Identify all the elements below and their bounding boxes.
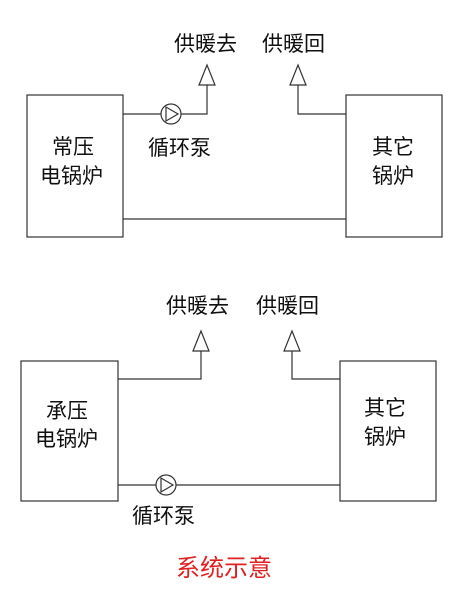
diagram-1: 供暖去 供暖回 常压 电锅炉 其它 锅炉 循环泵: [26, 32, 443, 238]
left-boiler-line2: 电锅炉: [35, 427, 98, 451]
pump-label: 循环泵: [148, 136, 211, 160]
return-label: 供暖回: [262, 32, 325, 56]
pump-label: 循环泵: [132, 504, 195, 528]
right-boiler-box: [345, 94, 443, 238]
pump-icon: [155, 474, 177, 496]
right-boiler-line2: 锅炉: [372, 164, 414, 188]
return-pipe: [291, 351, 340, 380]
supply-arrow-icon: [192, 329, 210, 352]
return-pipe: [297, 85, 346, 115]
supply-label: 供暖去: [174, 32, 237, 56]
return-arrow-icon: [283, 329, 301, 352]
diagram-2: 供暖去 供暖回 承压 电锅炉 其它 锅炉 循环泵: [20, 294, 437, 528]
supply-label: 供暖去: [166, 294, 229, 318]
supply-pipe: [118, 351, 202, 380]
right-boiler-line2: 锅炉: [364, 425, 406, 449]
return-arrow-icon: [289, 63, 307, 86]
return-label: 供暖回: [256, 294, 319, 318]
left-boiler-box: [20, 360, 119, 502]
right-boiler-line1: 其它: [364, 396, 406, 420]
diagram-title: 系统示意: [176, 554, 272, 582]
right-boiler-line1: 其它: [372, 135, 414, 159]
pump-icon: [160, 103, 182, 125]
supply-pipe-right: [181, 85, 208, 115]
left-boiler-line1: 常压: [52, 135, 94, 159]
left-boiler-box: [26, 94, 124, 238]
left-boiler-line2: 电锅炉: [40, 164, 103, 188]
right-boiler-box: [339, 360, 437, 502]
left-boiler-line1: 承压: [46, 399, 88, 423]
supply-arrow-icon: [198, 63, 216, 86]
